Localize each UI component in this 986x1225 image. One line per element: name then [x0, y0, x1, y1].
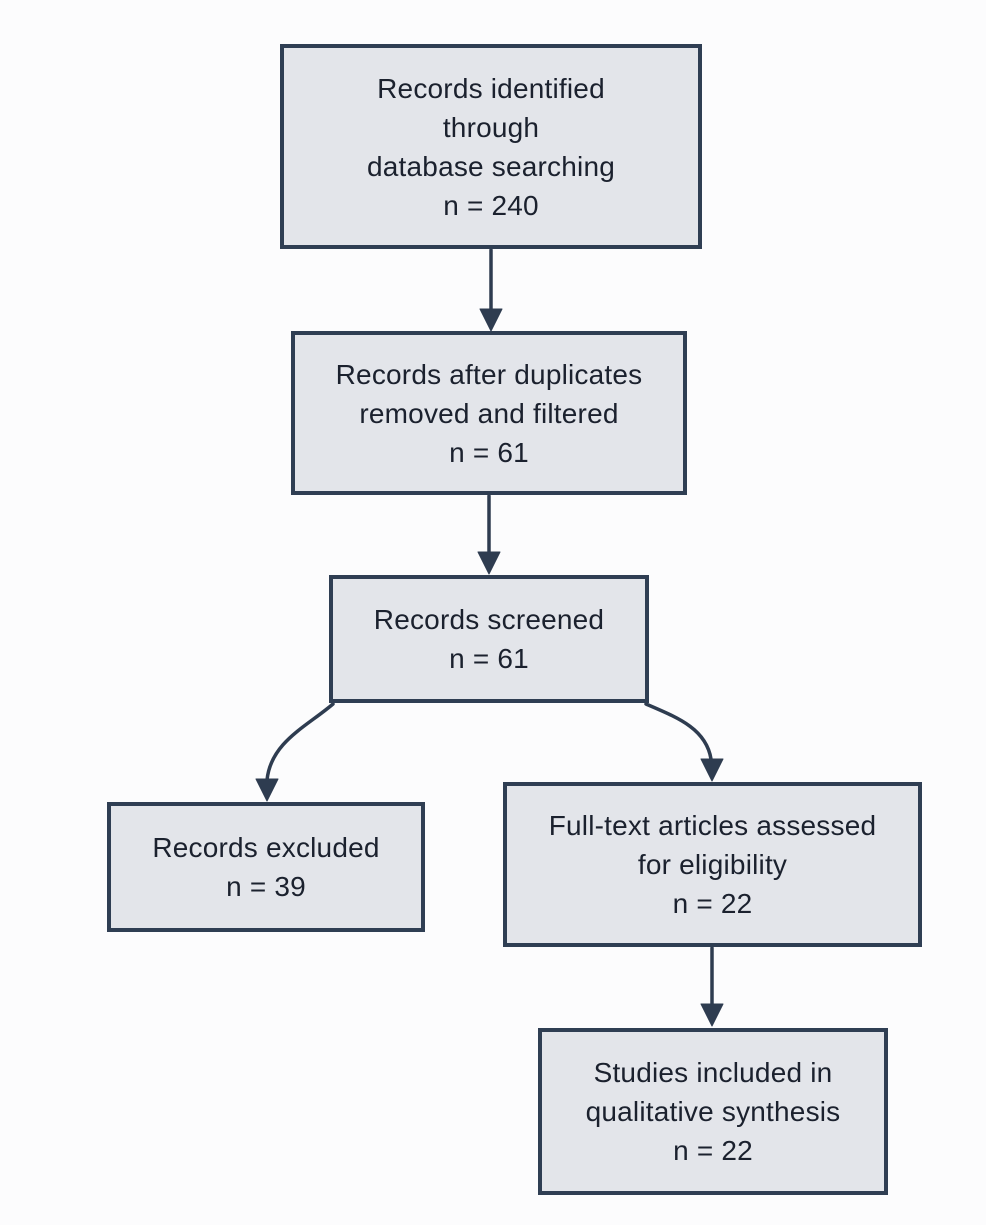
box-line: through [442, 111, 540, 143]
box-records-after-duplicates: Records after duplicates removed and fil… [291, 331, 687, 495]
box-count: n = 22 [672, 888, 753, 919]
box-records-excluded: Records excluded n = 39 [107, 802, 425, 932]
arrow-screened-to-excluded [255, 702, 335, 802]
box-line: database searching [367, 150, 615, 182]
arrow-screened-to-fulltext [644, 702, 724, 782]
box-line: for eligibility [637, 849, 788, 880]
box-count: n = 61 [449, 436, 529, 468]
box-line: Full-text articles assessed [548, 810, 877, 841]
box-line: Records excluded [152, 832, 380, 863]
box-count: n = 39 [226, 871, 306, 902]
box-records-screened: Records screened n = 61 [329, 575, 649, 703]
box-line: removed and filtered [359, 397, 619, 429]
box-studies-included: Studies included in qualitative synthesi… [538, 1028, 888, 1195]
box-fulltext-assessed: Full-text articles assessed for eligibil… [503, 782, 922, 947]
box-count: n = 61 [449, 643, 529, 674]
box-records-identified: Records identified through database sear… [280, 44, 702, 249]
box-count: n = 22 [673, 1135, 753, 1166]
arrow-deduplicated-to-screened [477, 494, 501, 575]
box-line: Studies included in [593, 1057, 833, 1088]
box-count: n = 240 [443, 189, 539, 221]
arrow-fulltext-to-included [700, 946, 724, 1027]
arrow-identified-to-deduplicated [479, 248, 503, 332]
box-line: Records screened [373, 604, 605, 635]
box-line: qualitative synthesis [585, 1096, 841, 1127]
box-line: Records after duplicates [335, 358, 643, 390]
box-line: Records identified [377, 72, 605, 104]
